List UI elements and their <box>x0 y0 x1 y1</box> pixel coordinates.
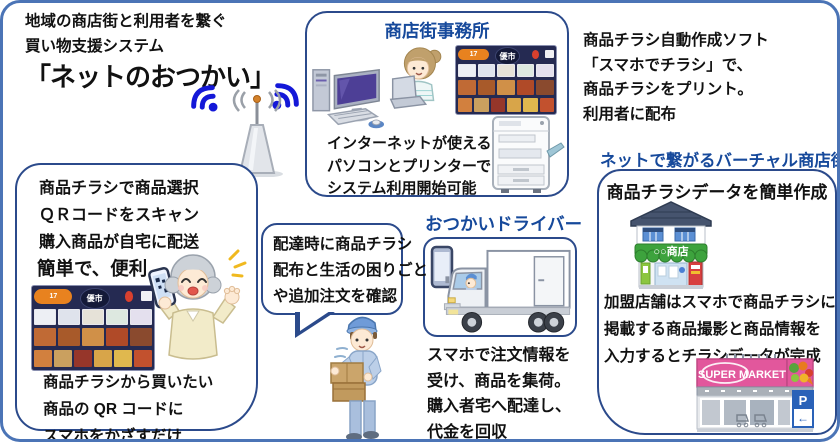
desktop-pc-icon <box>312 68 385 129</box>
title-line-1: 地域の商店街と利用者を繋ぐ <box>25 13 227 30</box>
flyer-row <box>458 80 554 95</box>
flyer-row <box>458 97 554 112</box>
office-caption: インターネットが使える パソコンとプリンターで システム利用開始可能 <box>327 133 492 201</box>
speech-bubble-tail-fill <box>300 311 330 331</box>
driver-box <box>423 237 577 337</box>
user-bottom-caption: 商品チラシから買いたい 商品の QR コードに スマホをかざすだけ <box>43 369 214 442</box>
virtual-street-box: 商品チラシデータを簡単作成 <box>597 169 837 435</box>
flyer-badge: 17 <box>458 48 489 61</box>
flyer-label: 優市 <box>495 47 520 65</box>
flyer-chip <box>545 50 554 59</box>
user-top-line: ＱＲコードをスキャン <box>39 207 200 224</box>
virtual-street-title: 商品チラシデータを簡単作成 <box>606 183 828 202</box>
user-bottom-line: 商品の QR コードに <box>43 401 184 418</box>
driver-caption-line: 購入者宅へ配達し、 <box>427 398 572 415</box>
flyer-software-note: 商品チラシ自動作成ソフト 「スマホでチラシ」で、 商品チラシをプリント。 利用者… <box>583 29 769 127</box>
office-box: 商店街事務所 <box>305 11 569 197</box>
user-highlight: 簡単で、便利 <box>37 258 148 279</box>
elderly-user-icon <box>148 249 247 360</box>
wifi-left-icon <box>191 85 218 112</box>
flyer-dot <box>532 50 539 59</box>
printer-icon <box>492 116 565 193</box>
supermarket-icon: SUPER MARKET P ← <box>696 354 814 432</box>
shop-sign-label: ○○商店 <box>653 244 688 258</box>
driver-heading: おつかいドライバー <box>425 214 583 234</box>
flyer-chip <box>140 291 152 302</box>
flyer-badge: 17 <box>34 289 73 304</box>
vs-caption-line: 加盟店舗はスマホで商品チラシに <box>604 294 836 311</box>
note-line: 「スマホでチラシ」で、 <box>583 56 753 74</box>
office-caption-line: パソコンとプリンターで <box>327 157 492 175</box>
shop-icon: ○○商店 <box>630 201 712 289</box>
flyer-row <box>34 349 152 368</box>
flyer-dot <box>124 291 134 302</box>
driver-caption-line: スマホで注文情報を <box>427 347 571 364</box>
note-line: 商品チラシ自動作成ソフト <box>583 32 769 49</box>
user-top-caption: 商品チラシで商品選択 ＱＲコードをスキャン 購入商品が自宅に配送 <box>39 175 199 256</box>
smartphone-icon <box>430 245 454 289</box>
supermarket-sign-label: SUPER MARKET <box>698 369 786 381</box>
user-box: 商品チラシで商品選択 ＱＲコードをスキャン 購入商品が自宅に配送 簡単で、便利 … <box>15 163 258 439</box>
parking-sign-label: P <box>799 393 808 408</box>
office-staff-icon <box>389 47 442 109</box>
parking-arrow-label: ← <box>797 411 809 425</box>
antenna-icon <box>232 89 283 177</box>
driver-caption-line: 受け、商品を集荷。 <box>427 372 571 390</box>
brand-title: 「ネットのおつかい」 <box>25 62 276 92</box>
title-line-2: 買い物支援システム <box>25 37 165 55</box>
flyer-thumbnail-office: 17 優市 <box>455 45 557 115</box>
flyer-row <box>34 308 152 325</box>
bubble-line: 配達時に商品チラシ <box>273 236 413 253</box>
driver-speech-bubble: 配達時に商品チラシ 配布と生活の困りごと や追加注文を確認 <box>261 223 429 315</box>
flyer-thumbnail-user: 17 優市 <box>31 285 155 371</box>
bubble-line: や追加注文を確認 <box>273 288 398 305</box>
virtual-street-heading: ネットで繋がるバーチャル商店街 <box>600 152 840 170</box>
delivery-person-icon <box>330 316 382 439</box>
vs-caption-line: 掲載する商品撮影と商品情報を <box>604 321 822 338</box>
note-line: 利用者に配布 <box>583 105 677 123</box>
user-top-line: 購入商品が自宅に配送 <box>39 234 200 251</box>
flyer-row <box>34 328 152 347</box>
truck-icon <box>443 249 571 333</box>
page-title: 地域の商店街と利用者を繋ぐ 買い物支援システム 「ネットのおつかい」 <box>25 10 276 95</box>
user-top-line: 商品チラシで商品選択 <box>39 180 199 197</box>
flyer-row <box>458 64 554 78</box>
office-caption-line: システム利用開始可能 <box>327 180 477 197</box>
user-bottom-line: スマホをかざすだけ <box>43 428 183 442</box>
office-caption-line: インターネットが使える <box>327 135 492 152</box>
driver-caption-line: 代金を回収 <box>427 423 508 441</box>
bubble-line: 配布と生活の困りごと <box>273 262 429 279</box>
user-bottom-line: 商品チラシから買いたい <box>43 374 214 391</box>
office-heading: 商店街事務所 <box>384 21 490 41</box>
driver-caption: スマホで注文情報を 受け、商品を集荷。 購入者宅へ配達し、 代金を回収 <box>427 343 572 441</box>
note-line: 商品チラシをプリント。 <box>583 81 753 98</box>
flyer-label: 優市 <box>79 287 110 309</box>
